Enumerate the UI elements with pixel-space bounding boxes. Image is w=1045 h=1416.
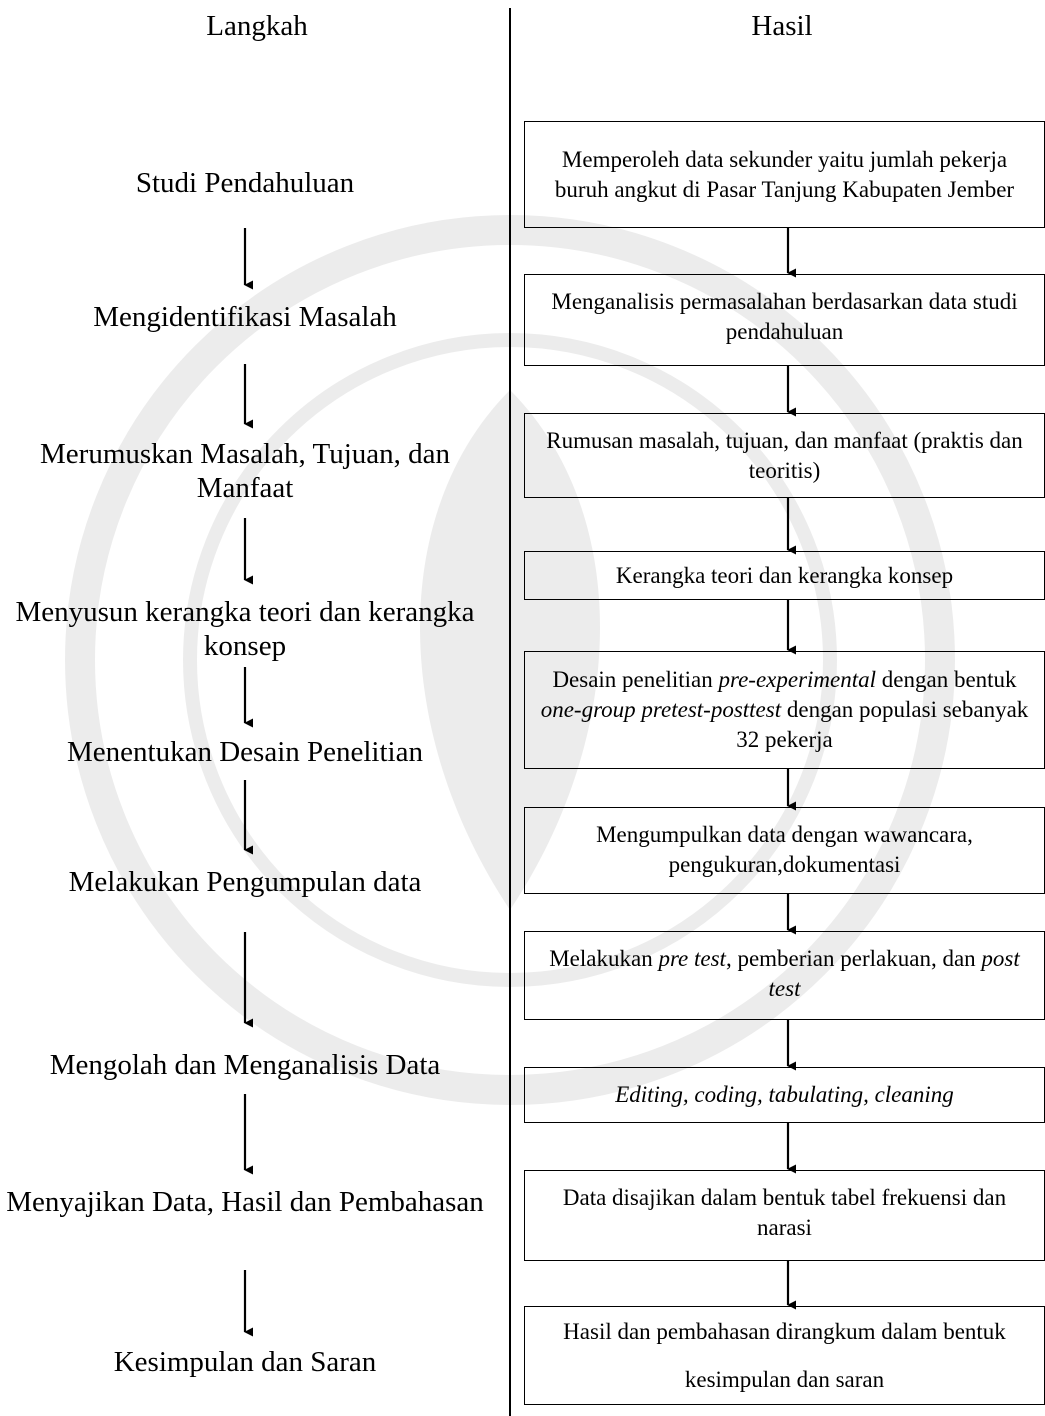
result-box-1: Memperoleh data sekunder yaitu jumlah pe…	[524, 121, 1045, 228]
step-identifikasi-masalah: Mengidentifikasi Masalah	[93, 301, 397, 333]
step-analisis-data: Mengolah dan Menganalisis Data	[49, 1049, 441, 1081]
step-penyajian-data: Menyajikan Data, Hasil dan Pembahasan	[6, 1186, 484, 1218]
result-box-6: Mengumpulkan data dengan wawancara, peng…	[524, 807, 1045, 894]
results-column-header: Hasil	[751, 10, 813, 42]
result-text-5: Desain penelitian pre-experimental denga…	[540, 667, 1029, 752]
result-box-10: Hasil dan pembahasan dirangkum dalam ben…	[524, 1306, 1045, 1405]
step-rumusan-masalah: Merumuskan Masalah, Tujuan, dan Manfaat	[40, 438, 450, 504]
steps-column-header: Langkah	[206, 10, 308, 42]
result-text-4: Kerangka teori dan kerangka konsep	[615, 562, 954, 588]
result-box-3: Rumusan masalah, tujuan, dan manfaat (pr…	[524, 413, 1045, 498]
result-box-7: Melakukan pre test, pemberian perlakuan,…	[524, 931, 1045, 1020]
result-text-2: Menganalisis permasalahan berdasarkan da…	[551, 289, 1018, 344]
result-text-6: Mengumpulkan data dengan wawancara, peng…	[596, 822, 973, 877]
result-box-5: Desain penelitian pre-experimental denga…	[524, 651, 1045, 769]
result-box-9: Data disajikan dalam bentuk tabel frekue…	[524, 1170, 1045, 1261]
result-text-3: Rumusan masalah, tujuan, dan manfaat (pr…	[546, 428, 1023, 483]
step-studi-pendahuluan: Studi Pendahuluan	[135, 167, 355, 199]
result-box-8: Editing, coding, tabulating, cleaning	[524, 1067, 1045, 1123]
result-box-4: Kerangka teori dan kerangka konsep	[524, 551, 1045, 600]
step-kerangka-teori: Menyusun kerangka teori dan kerangka kon…	[15, 596, 475, 662]
result-text-9: Data disajikan dalam bentuk tabel frekue…	[562, 1185, 1007, 1240]
result-box-2: Menganalisis permasalahan berdasarkan da…	[524, 274, 1045, 366]
result-text-1: Memperoleh data sekunder yaitu jumlah pe…	[554, 146, 1015, 202]
result-text-7: Melakukan pre test, pemberian perlakuan,…	[549, 946, 1020, 1001]
result-text-10: Hasil dan pembahasan dirangkum dalam ben…	[563, 1318, 1006, 1392]
column-divider	[509, 8, 511, 1416]
step-desain-penelitian: Menentukan Desain Penelitian	[67, 736, 423, 768]
result-text-8: Editing, coding, tabulating, cleaning	[615, 1082, 954, 1107]
step-pengumpulan-data: Melakukan Pengumpulan data	[68, 866, 422, 898]
step-kesimpulan-saran: Kesimpulan dan Saran	[113, 1346, 377, 1378]
